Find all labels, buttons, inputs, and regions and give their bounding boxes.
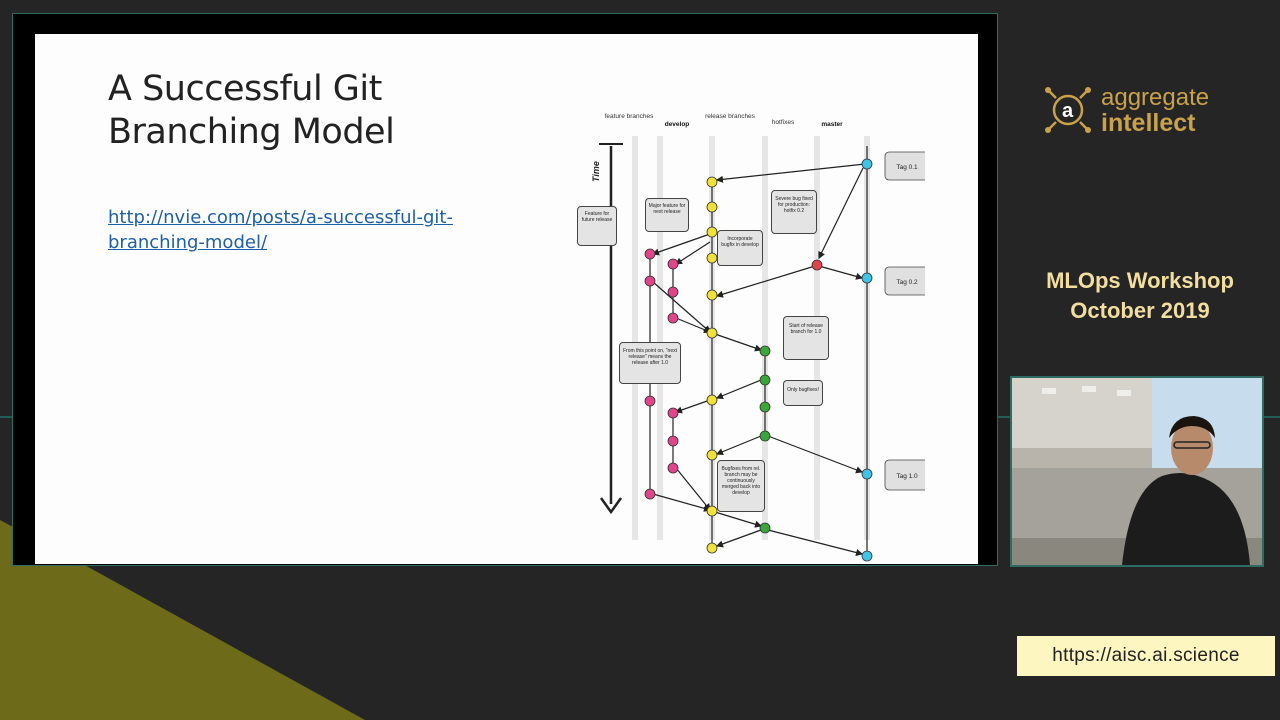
article-link[interactable]: http://nvie.com/posts/a-successful-git- … (108, 205, 488, 255)
svg-text:a: a (1062, 100, 1074, 122)
time-axis-label: Time (591, 161, 601, 182)
callout-major-feature: Major feature for next release (645, 198, 689, 232)
slide-title-line1: A Successful Git (108, 69, 382, 109)
presenter-video-frame (1012, 378, 1262, 565)
footer-url-box (1017, 636, 1275, 676)
column-feature: feature branches (605, 113, 655, 120)
callout-start-release: Start of release branch for 1.0 (783, 316, 829, 360)
column-master: master (821, 121, 843, 128)
frame-line-far-right (1264, 416, 1280, 418)
tag-0-2: Tag 0.2 (884, 266, 925, 296)
presentation-slide: A Successful Git Branching Model http://… (35, 34, 978, 564)
tag-0-2-label: Tag 0.2 (896, 279, 918, 286)
callout-bugfixes-merged: Bugfixes from rel. branch may be continu… (717, 460, 765, 512)
column-develop: develop (665, 121, 690, 128)
frame-line-left (0, 416, 12, 418)
footer-url[interactable]: https://aisc.ai.science (1052, 645, 1240, 666)
slide-title-line2: Branching Model (108, 112, 395, 152)
callout-next-release: From this point on, "next release" means… (619, 342, 681, 384)
event-title: MLOps Workshop October 2019 (1020, 266, 1260, 326)
tag-0-1: Tag 0.1 (884, 151, 925, 181)
column-release: release branches (705, 113, 756, 120)
tag-1-0: Tag 1.0 (884, 459, 925, 491)
tag-0-1-label: Tag 0.1 (896, 164, 918, 171)
olive-accent-shape (0, 520, 365, 720)
callout-severe-bug: Severe bug fixed for production: hotfix … (771, 190, 817, 234)
callout-only-bugfixes: Only bugfixes! (783, 380, 823, 406)
aggregate-intellect-logo: a (1045, 87, 1091, 133)
event-title-line2: October 2019 (1070, 298, 1210, 323)
frame-line-right (998, 416, 1010, 418)
callout-feature-future: Feature for future release (577, 206, 617, 246)
slide-title: A Successful Git Branching Model (108, 68, 488, 154)
presenter-webcam (1010, 376, 1264, 567)
column-hotfixes: hotfixes (772, 119, 795, 126)
callout-incorporate-bugfix: Incorporate bugfix in develop (717, 230, 763, 266)
event-title-line1: MLOps Workshop (1046, 268, 1234, 293)
brand-name-line1: aggregate (1101, 84, 1210, 111)
article-link-line2[interactable]: branching-model/ (108, 232, 268, 253)
brand-name-line2: intellect (1101, 109, 1196, 137)
git-branching-diagram: feature branches develop release branche… (577, 113, 925, 562)
article-link-line1[interactable]: http://nvie.com/posts/a-successful-git- (108, 207, 453, 228)
tag-1-0-label: Tag 1.0 (896, 473, 918, 480)
